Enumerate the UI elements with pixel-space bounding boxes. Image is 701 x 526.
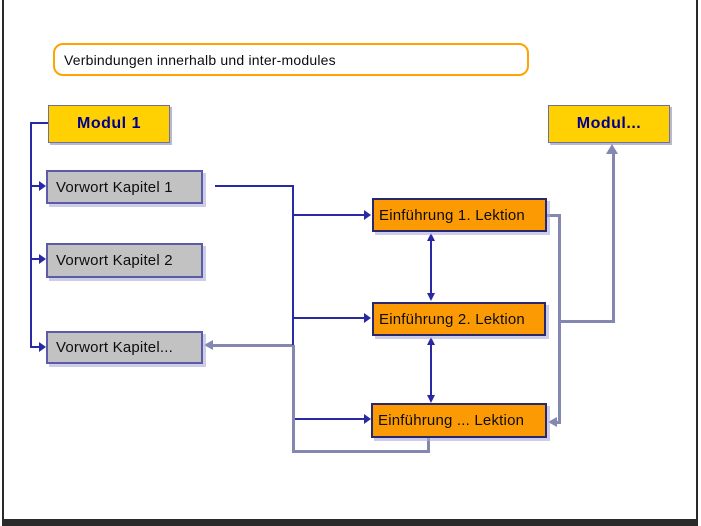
connector-to-vorwort3-line [32, 346, 40, 348]
connector-to-vorwort1-line [32, 185, 40, 187]
arrowhead-lektion1-up [427, 233, 435, 241]
arrowhead-into-vorwort3 [204, 340, 213, 350]
connector-to-lektion3-line [294, 418, 364, 420]
node-einfuehrung-1: Einführung 1. Lektion [372, 198, 547, 232]
node-modul-next: Modul... [548, 105, 670, 143]
connector-lektion1-2 [430, 240, 432, 294]
arrowhead-lektion2-down [427, 293, 435, 301]
connector-return-to-vorwort3 [213, 344, 292, 347]
connector-lektion3-in-line [556, 421, 561, 424]
connector-bottom-horizontal [292, 450, 430, 453]
arrowhead-to-lektion3 [364, 414, 371, 424]
node-einfuehrung-2-label: Einführung 2. Lektion [379, 310, 525, 328]
arrowhead-to-lektion1 [364, 210, 371, 220]
node-einfuehrung-more-label: Einführung ... Lektion [378, 412, 525, 429]
node-modul-1: Modul 1 [48, 105, 170, 143]
connector-left-vertical [30, 122, 32, 348]
arrowhead-to-lektion2 [364, 313, 371, 323]
node-vorwort-kapitel-1-label: Vorwort Kapitel 1 [56, 178, 173, 196]
node-modul-next-label: Modul... [576, 115, 642, 132]
node-modul-1-label: Modul 1 [77, 115, 141, 132]
connector-mid-vertical [292, 185, 294, 420]
arrowhead-lektion3-down [427, 395, 435, 403]
connector-vorwort1-out [215, 185, 294, 187]
connector-right-vertical [558, 214, 561, 424]
node-einfuehrung-more: Einführung ... Lektion [371, 403, 547, 438]
connector-to-vorwort2-line [32, 258, 40, 260]
connector-cross-to-modul [558, 320, 615, 323]
arrowhead-into-modulnext [606, 144, 618, 154]
connector-to-lektion1-line [294, 214, 364, 216]
diagram-title-text: Verbindungen innerhalb und inter-modules [64, 51, 336, 68]
arrowhead-to-vorwort1 [39, 181, 46, 191]
node-vorwort-kapitel-2: Vorwort Kapitel 2 [46, 243, 203, 278]
slide-border-left [2, 0, 4, 526]
connector-modulnext-vertical [612, 153, 615, 323]
slide-border-right [696, 0, 698, 526]
connector-lektion3-down [427, 438, 430, 453]
slide-border-bottom [2, 519, 698, 526]
arrowhead-to-vorwort3 [39, 342, 46, 352]
connector-return-vertical [292, 345, 295, 453]
node-vorwort-kapitel-2-label: Vorwort Kapitel 2 [56, 252, 173, 269]
node-vorwort-kapitel-1: Vorwort Kapitel 1 [46, 170, 203, 204]
connector-modul1-stub [30, 122, 48, 124]
connector-lektion1-stub [547, 214, 561, 217]
arrowhead-into-lektion3 [548, 417, 557, 427]
connector-lektion2-3 [430, 344, 432, 396]
node-vorwort-kapitel-more-label: Vorwort Kapitel... [56, 339, 173, 356]
node-vorwort-kapitel-more: Vorwort Kapitel... [46, 331, 203, 364]
node-einfuehrung-2: Einführung 2. Lektion [372, 302, 546, 336]
arrowhead-to-vorwort2 [39, 254, 46, 264]
arrowhead-lektion2-up [427, 337, 435, 345]
diagram-title-banner: Verbindungen innerhalb und inter-modules [53, 43, 529, 76]
node-einfuehrung-1-label: Einführung 1. Lektion [379, 206, 525, 224]
connector-to-lektion2-line [294, 317, 364, 319]
